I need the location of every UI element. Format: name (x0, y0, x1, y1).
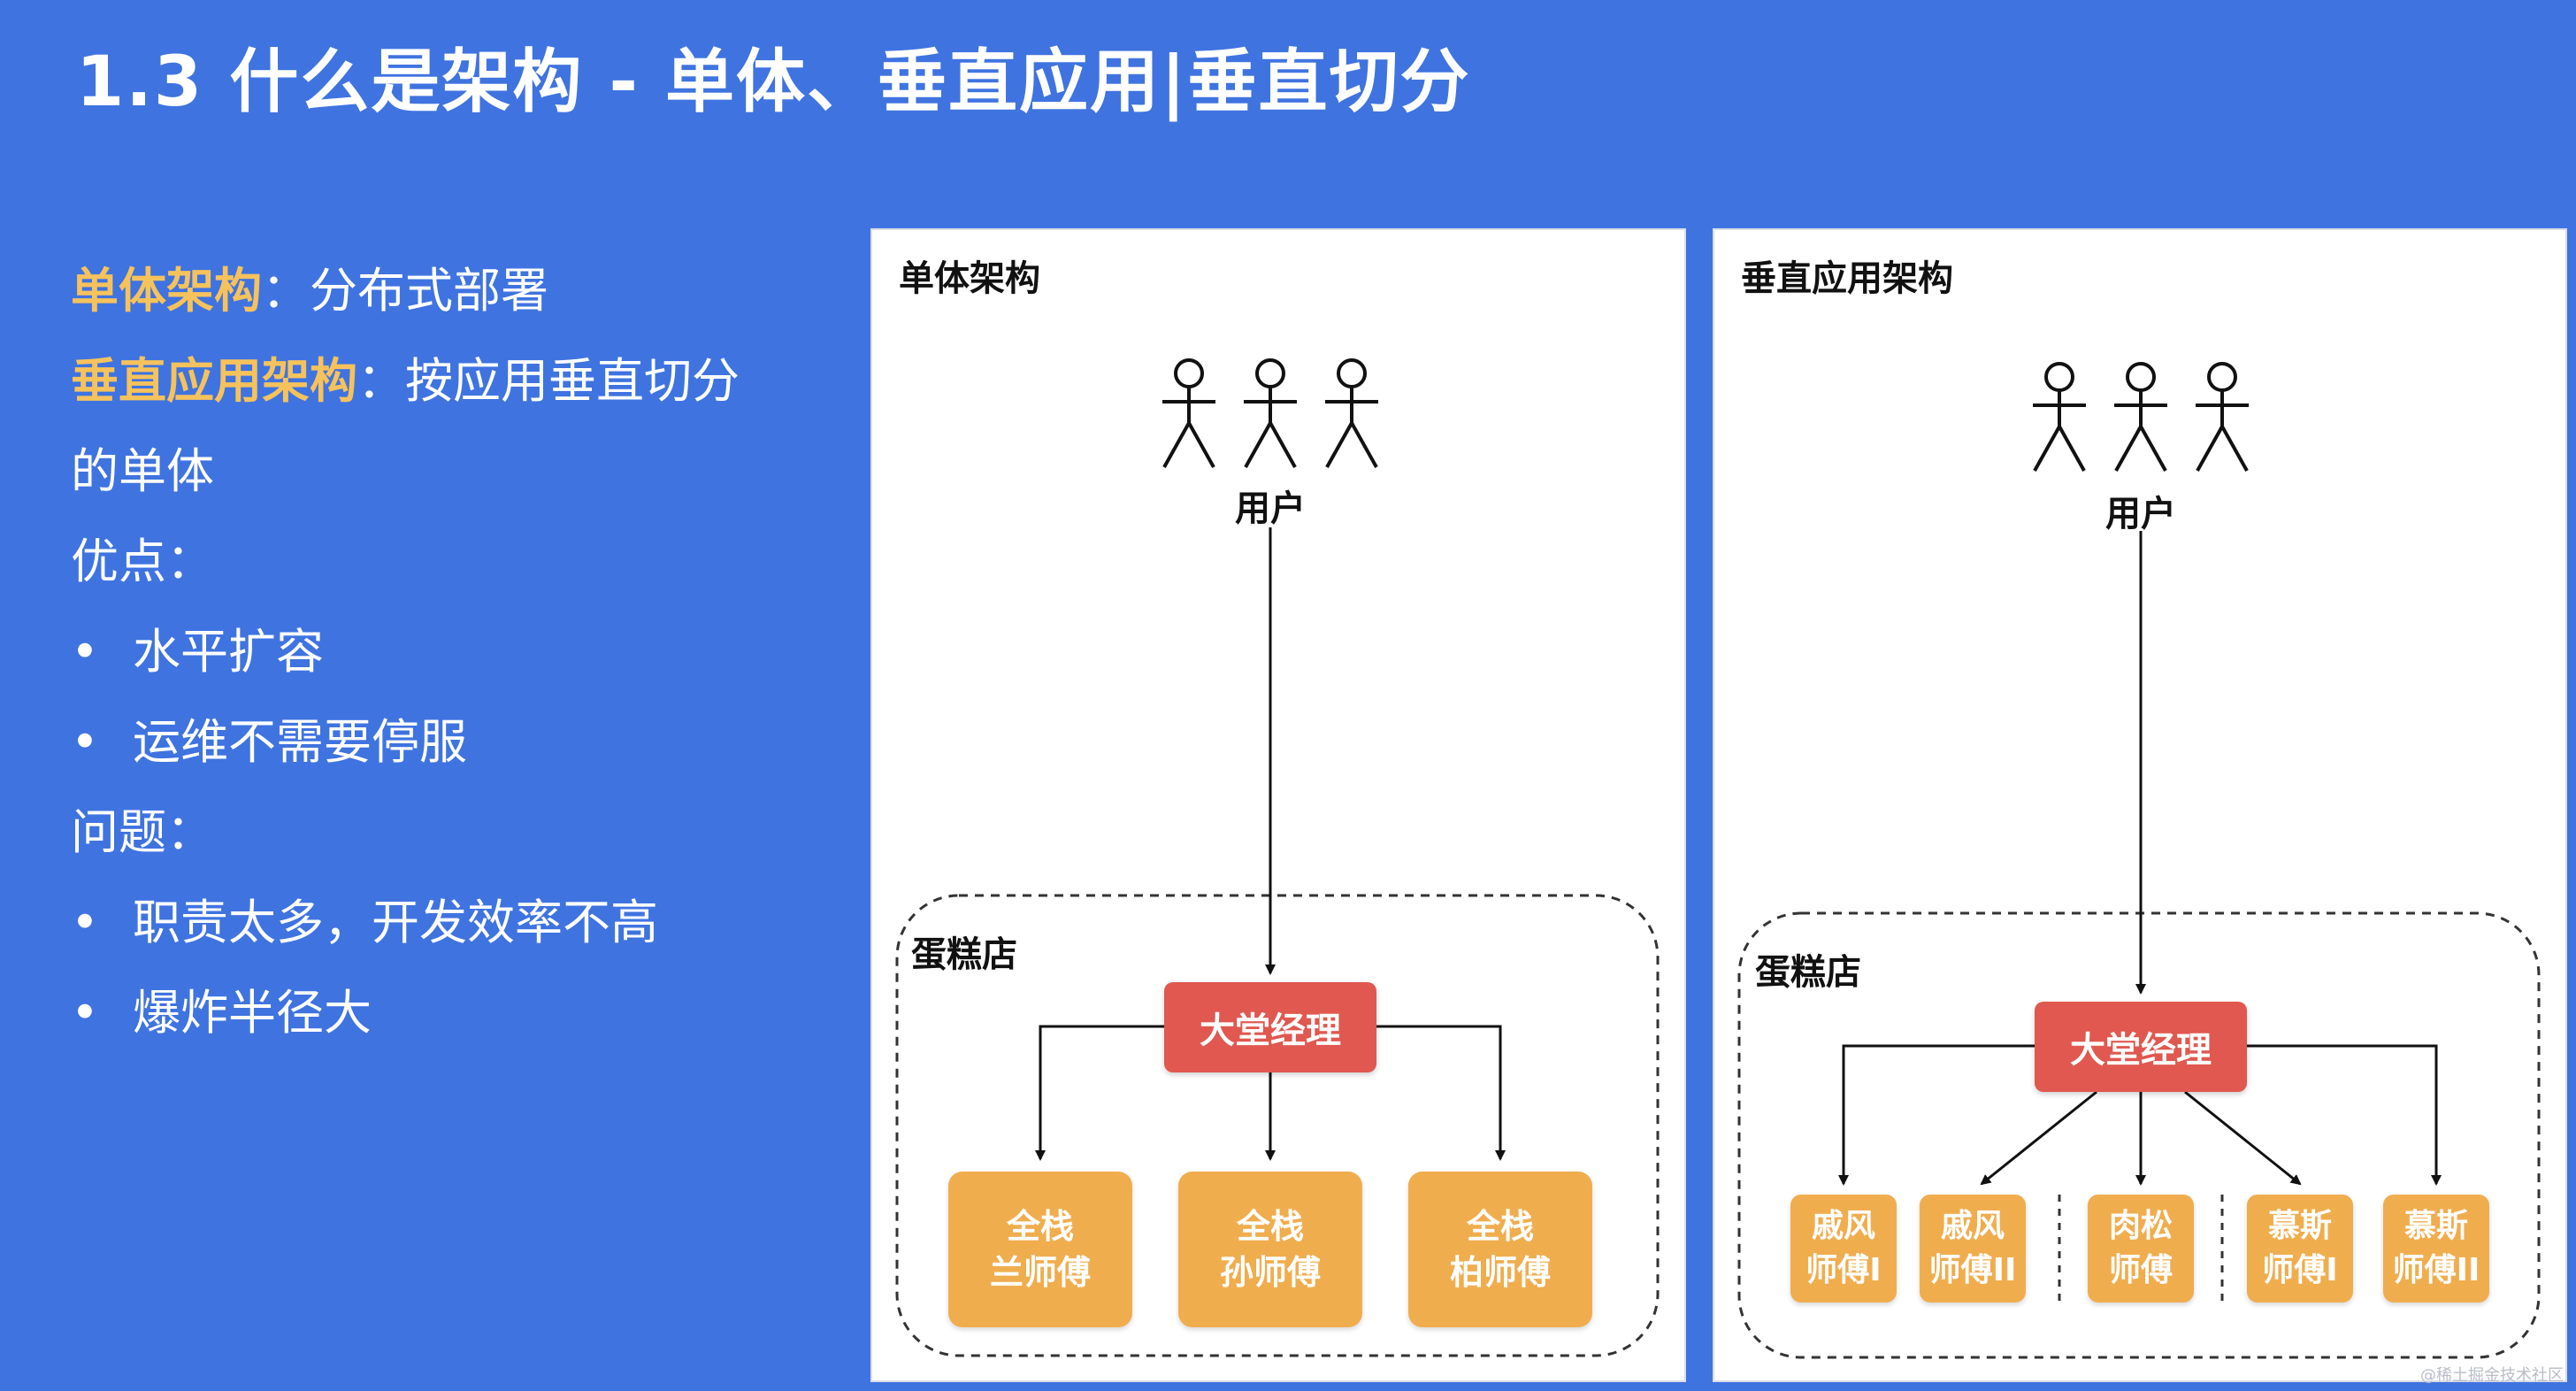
pros-item: •运维不需要停服 (71, 697, 832, 788)
worker-node: 全栈 孙师傅 (1178, 1172, 1362, 1327)
shop-label: 蛋糕店 (1755, 952, 1861, 993)
cons-item: •职责太多，开发效率不高 (71, 878, 832, 968)
manager-to-worker-arrow (2184, 1090, 2302, 1186)
users-label: 用户 (1235, 488, 1306, 529)
watermark: @稀土掘金技术社区 (2420, 1366, 2564, 1385)
bullet-icon: • (71, 895, 99, 950)
monolith-term: 单体架构 (71, 263, 262, 319)
shop-label: 蛋糕店 (911, 934, 1017, 975)
vertical-definition: 垂直应用架构：按应用垂直切分 (71, 336, 832, 427)
manager-to-worker-arrow (1035, 1025, 1164, 1161)
panel-title: 垂直应用架构 (1741, 258, 1953, 299)
user-icon (1244, 358, 1297, 468)
bullet-icon: • (71, 985, 99, 1041)
user-icon (2033, 362, 2086, 472)
worker-node: 慕斯 师傅I (2247, 1195, 2353, 1303)
worker-node: 肉松 师傅 (2088, 1195, 2194, 1303)
manager-to-worker-arrow (2247, 1044, 2442, 1186)
pros-title: 优点： (71, 534, 214, 589)
user-icon (2114, 362, 2167, 472)
monolith-definition: 单体架构：分布式部署 (71, 246, 832, 336)
bullet-icon: • (71, 714, 99, 770)
panel-title: 单体架构 (899, 258, 1040, 299)
pros-item: •水平扩容 (71, 607, 832, 697)
cons-title: 问题： (71, 804, 214, 860)
manager-node: 大堂经理 (1164, 982, 1376, 1072)
cons-item: •爆炸半径大 (71, 968, 832, 1058)
worker-node: 全栈 兰师傅 (948, 1172, 1132, 1327)
worker-node: 慕斯 师傅II (2383, 1195, 2489, 1303)
user-icon (2196, 362, 2249, 472)
worker-node: 戚风 师傅II (1920, 1195, 2026, 1303)
worker-node: 戚风 师傅I (1790, 1195, 1897, 1303)
manager-to-worker-arrow (1376, 1025, 1506, 1161)
slide-title: 1.3 什么是架构 - 单体、垂直应用|垂直切分 (76, 42, 1471, 122)
left-text-block: 单体架构：分布式部署 垂直应用架构：按应用垂直切分 的单体 优点： •水平扩容 … (71, 246, 832, 1058)
vertical-description-cont: 的单体 (71, 443, 214, 499)
vertical-description: ：按应用垂直切分 (357, 353, 740, 409)
worker-node: 全栈 柏师傅 (1408, 1172, 1592, 1327)
manager-to-worker-arrow (1838, 1044, 2035, 1186)
vertical-diagram-panel: 垂直应用架构 用户 蛋糕店 大堂经理 戚风 师傅I 戚风 师傅II 肉松 师傅 … (1713, 228, 2567, 1382)
user-icon (1162, 358, 1215, 468)
manager-node: 大堂经理 (2035, 1002, 2247, 1092)
monolith-description: ：分布式部署 (262, 263, 548, 319)
user-icon (1325, 358, 1378, 468)
manager-to-worker-arrow (1980, 1090, 2097, 1186)
bullet-icon: • (71, 624, 99, 680)
users-label: 用户 (2105, 494, 2176, 534)
monolith-diagram-panel: 单体架构 用户 蛋糕店 大堂经理 全栈 兰师傅 全栈 孙师傅 全栈 柏师傅 (870, 228, 1686, 1382)
vertical-term: 垂直应用架构 (71, 353, 357, 409)
